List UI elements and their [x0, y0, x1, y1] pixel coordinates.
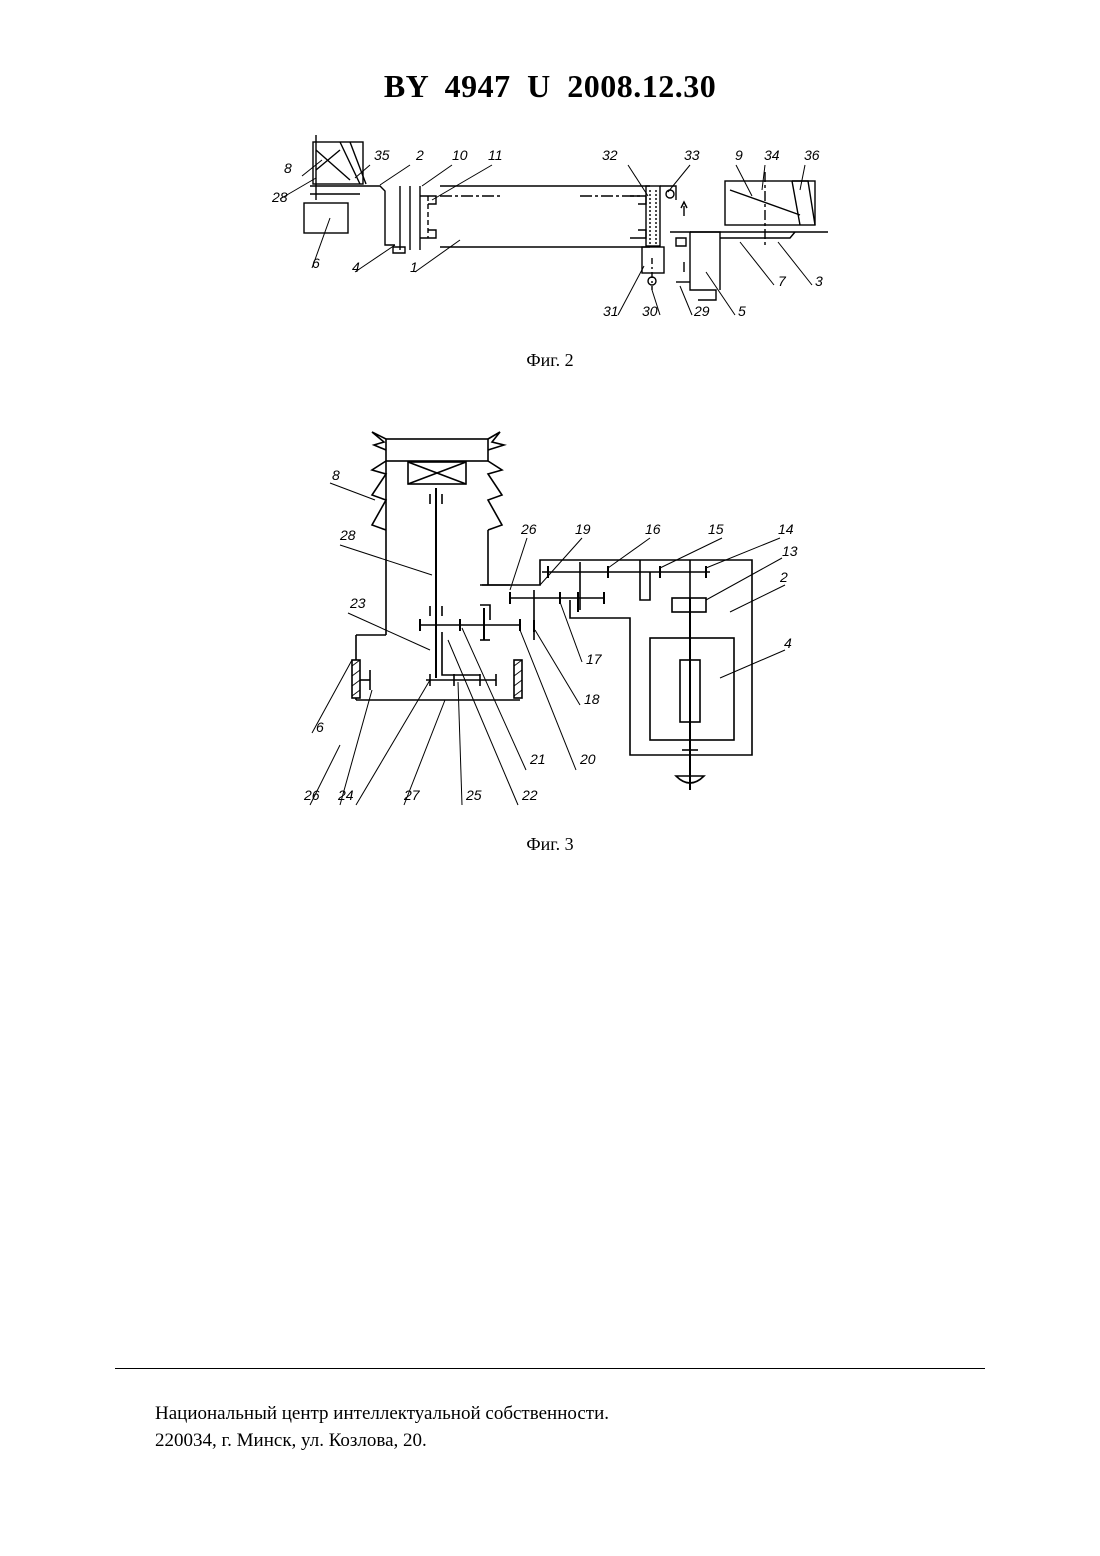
figure-3-caption: Фиг. 3 — [0, 834, 1100, 855]
fig3-label-22: 22 — [521, 787, 538, 803]
fig3-label-2: 2 — [779, 569, 788, 585]
fig3-label-23: 23 — [349, 595, 366, 611]
footer-address: Национальный центр интеллектуальной собс… — [155, 1400, 609, 1454]
fig3-label-28: 28 — [339, 527, 356, 543]
fig3-label-25: 25 — [465, 787, 482, 803]
fig3-label-20: 20 — [579, 751, 596, 767]
fig3-label-8: 8 — [332, 467, 340, 483]
fig3-label-4: 4 — [784, 635, 792, 651]
fig3-label-13: 13 — [782, 543, 798, 559]
fig3-label-15: 15 — [708, 521, 724, 537]
fig3-label-26b: 26 — [520, 521, 537, 537]
fig3-label-16: 16 — [645, 521, 661, 537]
fig3-label-18: 18 — [584, 691, 600, 707]
footer-divider — [115, 1368, 985, 1369]
footer-line-address: 220034, г. Минск, ул. Козлова, 20. — [155, 1427, 609, 1454]
fig3-label-26a: 26 — [303, 787, 320, 803]
fig3-label-14: 14 — [778, 521, 794, 537]
figure-3-drawing: 8 28 23 6 26 24 27 25 22 21 20 18 17 26 … — [0, 0, 1100, 820]
fig3-label-6: 6 — [316, 719, 324, 735]
footer-line-organization: Национальный центр интеллектуальной собс… — [155, 1400, 609, 1427]
fig3-label-27: 27 — [403, 787, 421, 803]
fig3-label-21: 21 — [529, 751, 546, 767]
fig3-label-24: 24 — [337, 787, 354, 803]
fig3-label-17: 17 — [586, 651, 603, 667]
fig3-label-19: 19 — [575, 521, 591, 537]
